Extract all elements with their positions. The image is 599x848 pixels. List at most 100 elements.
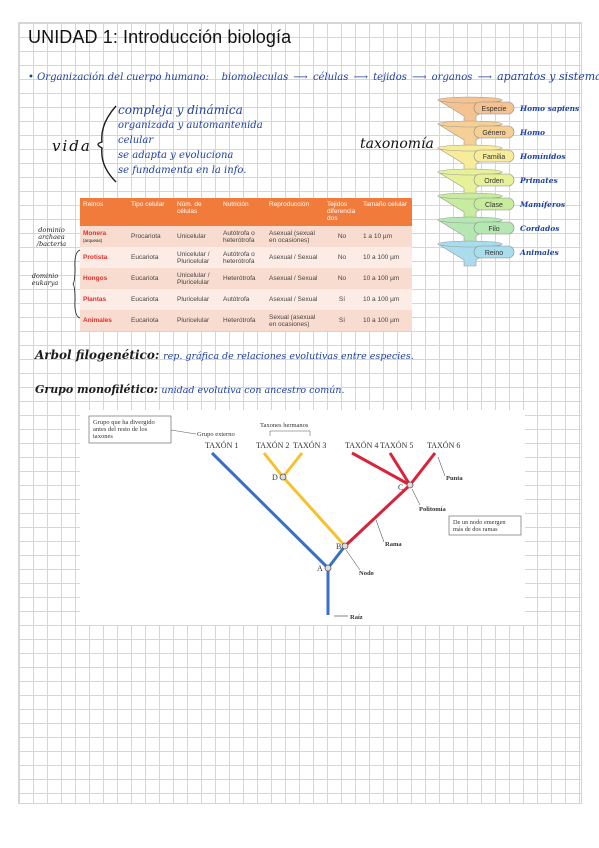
table-row: Animales Eucariota Pluricelular Heterótr…	[80, 310, 412, 331]
rank-pill	[473, 125, 515, 139]
table-cell: Heterótrofa	[220, 268, 266, 289]
grupo-label: Grupo monofilético:	[35, 383, 158, 396]
rank-label: Familia	[483, 154, 506, 161]
table-row: Plantas Eucariota Pluricelular Autótrofa…	[80, 289, 412, 310]
table-row: Monera(arqueas) Procariota Unicelular Au…	[80, 226, 412, 247]
rank-label: Reino	[485, 250, 503, 257]
rank-pill	[473, 149, 515, 163]
table-cell: 10 a 100 µm	[360, 289, 412, 310]
table-cell: Asexual / Sexual	[266, 268, 324, 289]
taxonomy-level: Familia Homínidos	[436, 144, 566, 171]
table-header-cell: Núm. de células	[174, 198, 220, 226]
node-label: A	[317, 564, 323, 573]
table-cell: Hongos	[80, 268, 128, 289]
grupo-definition: unidad evolutiva con ancestro común.	[161, 385, 345, 396]
node-a	[324, 564, 332, 572]
table-header-cell: Reinos	[80, 198, 128, 226]
node-b	[341, 542, 349, 550]
table-cell: Eucariota	[128, 310, 174, 331]
table-cell: Asexual (sexual en ocasiones)	[266, 226, 324, 247]
taxon-label: TAXÓN 4	[345, 440, 378, 450]
phylo-tree: Grupo que ha divergido antes del resto d…	[88, 415, 522, 621]
dominio-eukarya-label: dominio eukarya	[22, 273, 68, 287]
table-cell: Eucariota	[128, 289, 174, 310]
node-c	[406, 481, 414, 489]
table-cell: Protista	[80, 247, 128, 268]
funnel-rim	[437, 144, 503, 152]
taxon-label: TAXÓN 3	[293, 440, 326, 450]
arrow-right-icon: ⟶	[412, 72, 427, 83]
branch-taxon-3	[281, 452, 304, 478]
table-cell: Autótrofa	[220, 289, 266, 310]
table-cell: Autótrofa o heterótrofa	[220, 247, 266, 268]
funnel-rim	[437, 120, 503, 128]
rank-example: Homo sapiens	[519, 104, 580, 113]
arbol-label: Arbol filogenético:	[35, 348, 160, 362]
branch-taxon-5	[388, 452, 412, 486]
table-cell: No	[324, 268, 360, 289]
table-cell: 10 a 100 µm	[360, 268, 412, 289]
table-cell: Procariota	[128, 226, 174, 247]
table-cell: Pluricelular	[174, 289, 220, 310]
pointer-line	[411, 488, 421, 506]
page-title: UNIDAD 1: Introducción biología	[28, 27, 292, 47]
node-label: D	[272, 473, 278, 482]
pointer-line	[345, 549, 361, 571]
punta-label: Punta	[446, 475, 463, 482]
taxon-label: TAXÓN 2	[256, 440, 289, 450]
reino-name: Monera	[83, 229, 107, 237]
org-step: aparatos y sistemas	[497, 70, 599, 83]
table-cell: Unicelular / Pluricelular	[174, 247, 220, 268]
pointer-line	[170, 429, 197, 435]
table-cell: Asexual / Sexual	[266, 289, 324, 310]
rank-example: Animales	[519, 248, 560, 257]
table-header-row: Reinos Tipo celular Núm. de células Nutr…	[80, 198, 412, 226]
taxon-label: TAXÓN 5	[380, 440, 413, 450]
rama-label: Rama	[385, 541, 402, 548]
taxonomy-level: Clase Mamíferos	[436, 192, 566, 219]
table-cell: 1 a 10 µm	[360, 226, 412, 247]
table-cell: Sí	[324, 289, 360, 310]
rank-pill	[473, 197, 515, 211]
funnel-rim	[437, 240, 503, 248]
table-header-cell: Tejidos diferencia dos	[324, 198, 360, 226]
vida-list: compleja y dinámica organizada y automan…	[118, 103, 263, 178]
table-cell: Pluricelular	[174, 310, 220, 331]
rank-example: Mamíferos	[519, 200, 566, 209]
vida-label: vida	[52, 137, 92, 155]
dominio-archaea-label: dominio archaea /bacteria	[24, 227, 79, 248]
phylo-tree-panel: Grupo que ha divergido antes del resto d…	[80, 410, 525, 625]
table-cell: Eucariota	[128, 268, 174, 289]
table-row: Hongos Eucariota Unicelular / Pluricelul…	[80, 268, 412, 289]
table-cell: Animales	[80, 310, 128, 331]
table-cell: Sexual (asexual en ocasiones)	[266, 310, 324, 331]
dominio-word: dominio	[38, 226, 65, 234]
politomia-label: Politomía	[419, 506, 446, 513]
table-header-cell: Reproducción	[266, 198, 324, 226]
rank-example: Homínidos	[519, 152, 566, 161]
taxon-label: TAXÓN 6	[427, 440, 460, 450]
branch-a-b	[326, 545, 347, 569]
taxones-hermanos-label: Taxones hermanos	[260, 422, 309, 429]
pointer-line	[375, 519, 385, 543]
grupo-externo-note: taxones	[93, 433, 113, 440]
taxon-label: TAXÓN 1	[205, 440, 238, 450]
rank-label: Clase	[485, 202, 503, 209]
table-header-cell: Nutrición	[220, 198, 266, 226]
table-cell: Heterótrofa	[220, 310, 266, 331]
rank-pill	[473, 245, 515, 259]
bullet-icon: •	[28, 72, 34, 83]
organizacion-line: • Organización del cuerpo humano: biomol…	[28, 70, 599, 83]
reinos-table: Reinos Tipo celular Núm. de células Nutr…	[80, 198, 412, 331]
table-cell: 10 a 100 µm	[360, 247, 412, 268]
dominio-name: archaea /bacteria	[36, 233, 67, 248]
org-step: biomoleculas	[221, 72, 289, 83]
dominio-name: eukarya	[31, 279, 59, 287]
funnel-rim	[437, 216, 503, 224]
funnel-rim	[437, 192, 503, 200]
